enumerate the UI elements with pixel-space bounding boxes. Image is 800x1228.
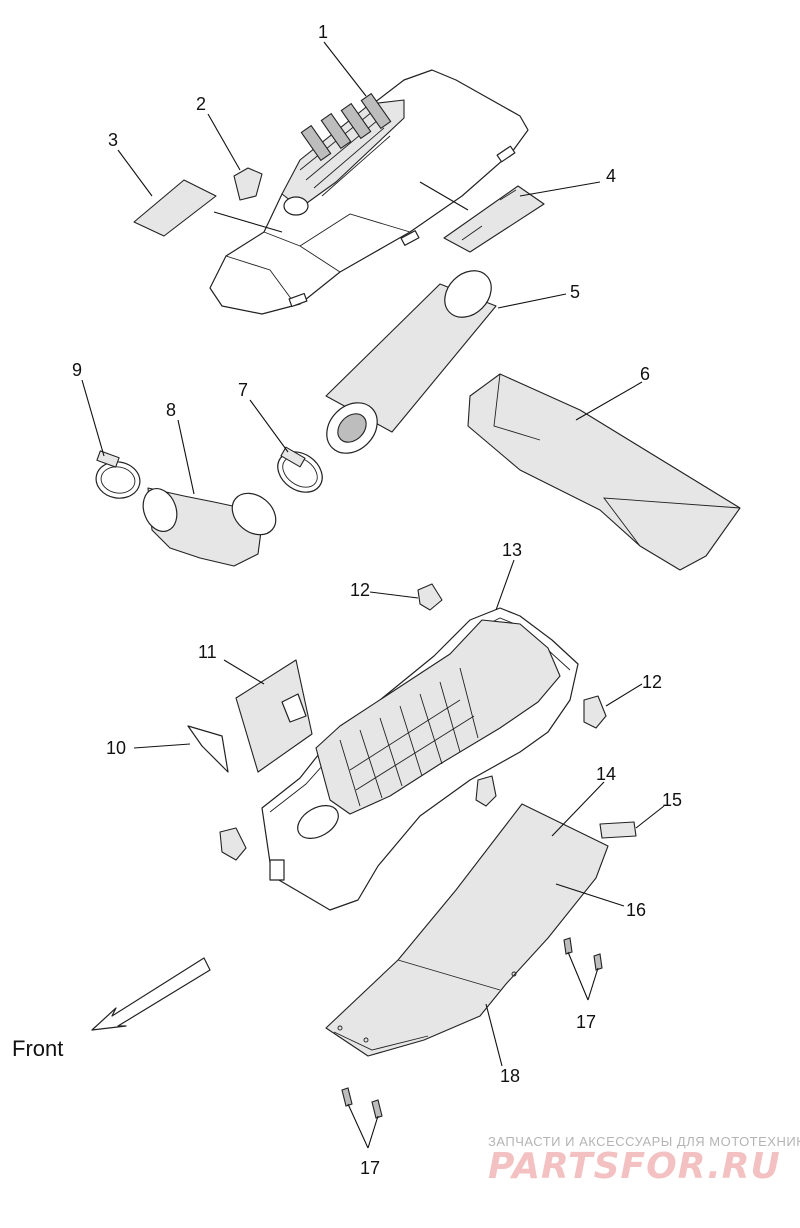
leader-16 bbox=[555, 883, 625, 907]
watermark-tagline: ЗАПЧАСТИ И АКСЕССУАРЫ ДЛЯ МОТОТЕХНИКИ bbox=[488, 1134, 800, 1149]
screws-17-right bbox=[563, 937, 603, 971]
airbox-cover bbox=[209, 69, 529, 315]
callout-12b: 12 bbox=[642, 672, 662, 692]
skid-plate bbox=[325, 803, 609, 1057]
callout-1: 1 bbox=[318, 22, 328, 42]
leader-17a bbox=[567, 951, 599, 1001]
leader-12b bbox=[605, 683, 643, 707]
leader-7 bbox=[249, 399, 289, 453]
callout-10: 10 bbox=[106, 738, 126, 758]
leader-8 bbox=[177, 419, 195, 495]
callout-14: 14 bbox=[596, 764, 616, 784]
leader-2 bbox=[207, 113, 241, 171]
decal-11 bbox=[235, 659, 313, 773]
leader-3b bbox=[213, 211, 283, 233]
callout-15: 15 bbox=[662, 790, 682, 810]
callout-7: 7 bbox=[238, 380, 248, 400]
front-label: Front bbox=[12, 1036, 63, 1061]
foam-pad bbox=[467, 373, 741, 571]
airbox bbox=[261, 607, 579, 911]
leader-6 bbox=[575, 381, 643, 421]
callout-8: 8 bbox=[166, 400, 176, 420]
leader-15 bbox=[635, 805, 665, 829]
watermark: ЗАПЧАСТИ И АКСЕССУАРЫ ДЛЯ МОТОТЕХНИКИ PA… bbox=[488, 1134, 800, 1187]
leader-5 bbox=[497, 293, 567, 309]
intake-duct bbox=[142, 487, 277, 567]
callout-6: 6 bbox=[640, 364, 650, 384]
callout-3: 3 bbox=[108, 130, 118, 150]
bracket-10 bbox=[187, 725, 229, 773]
leader-11 bbox=[223, 659, 265, 685]
clamp-9 bbox=[95, 450, 141, 499]
leader-12a bbox=[369, 591, 419, 599]
leader-13 bbox=[495, 559, 515, 611]
callout-9: 9 bbox=[72, 360, 82, 380]
clip-12-right bbox=[583, 695, 607, 729]
callout-numbers: 1 2 3 4 5 6 7 8 9 10 11 12 12 13 14 15 1… bbox=[72, 22, 682, 1178]
leader-4 bbox=[419, 181, 601, 211]
callout-5: 5 bbox=[570, 282, 580, 302]
callout-17b: 17 bbox=[360, 1158, 380, 1178]
leader-9 bbox=[81, 379, 105, 457]
leader-10 bbox=[133, 743, 191, 749]
clamp-7 bbox=[277, 446, 323, 493]
clip-12-upper bbox=[417, 583, 443, 611]
callout-17a: 17 bbox=[576, 1012, 596, 1032]
air-filter-element bbox=[325, 270, 497, 454]
watermark-logo: PARTSFOR.RU bbox=[488, 1146, 781, 1187]
leader-1 bbox=[323, 41, 367, 97]
callout-13: 13 bbox=[502, 540, 522, 560]
callout-2: 2 bbox=[196, 94, 206, 114]
decal-4 bbox=[443, 185, 545, 253]
clip-12-mid bbox=[475, 775, 497, 807]
clip-12-left bbox=[219, 827, 247, 861]
leader-3 bbox=[117, 149, 153, 197]
leader-14 bbox=[551, 781, 605, 837]
front-arrow bbox=[91, 957, 211, 1031]
leader-17b bbox=[347, 1103, 379, 1149]
leader-18 bbox=[485, 1003, 503, 1067]
decal-3 bbox=[133, 179, 217, 237]
callout-18: 18 bbox=[500, 1066, 520, 1086]
callout-12a: 12 bbox=[350, 580, 370, 600]
screws-17-bottom bbox=[341, 1087, 383, 1119]
leader-lines bbox=[81, 41, 665, 1149]
small-clip bbox=[233, 167, 263, 201]
callout-4: 4 bbox=[606, 166, 616, 186]
pad-15 bbox=[599, 821, 637, 839]
callout-11: 11 bbox=[198, 642, 217, 662]
callout-16: 16 bbox=[626, 900, 646, 920]
